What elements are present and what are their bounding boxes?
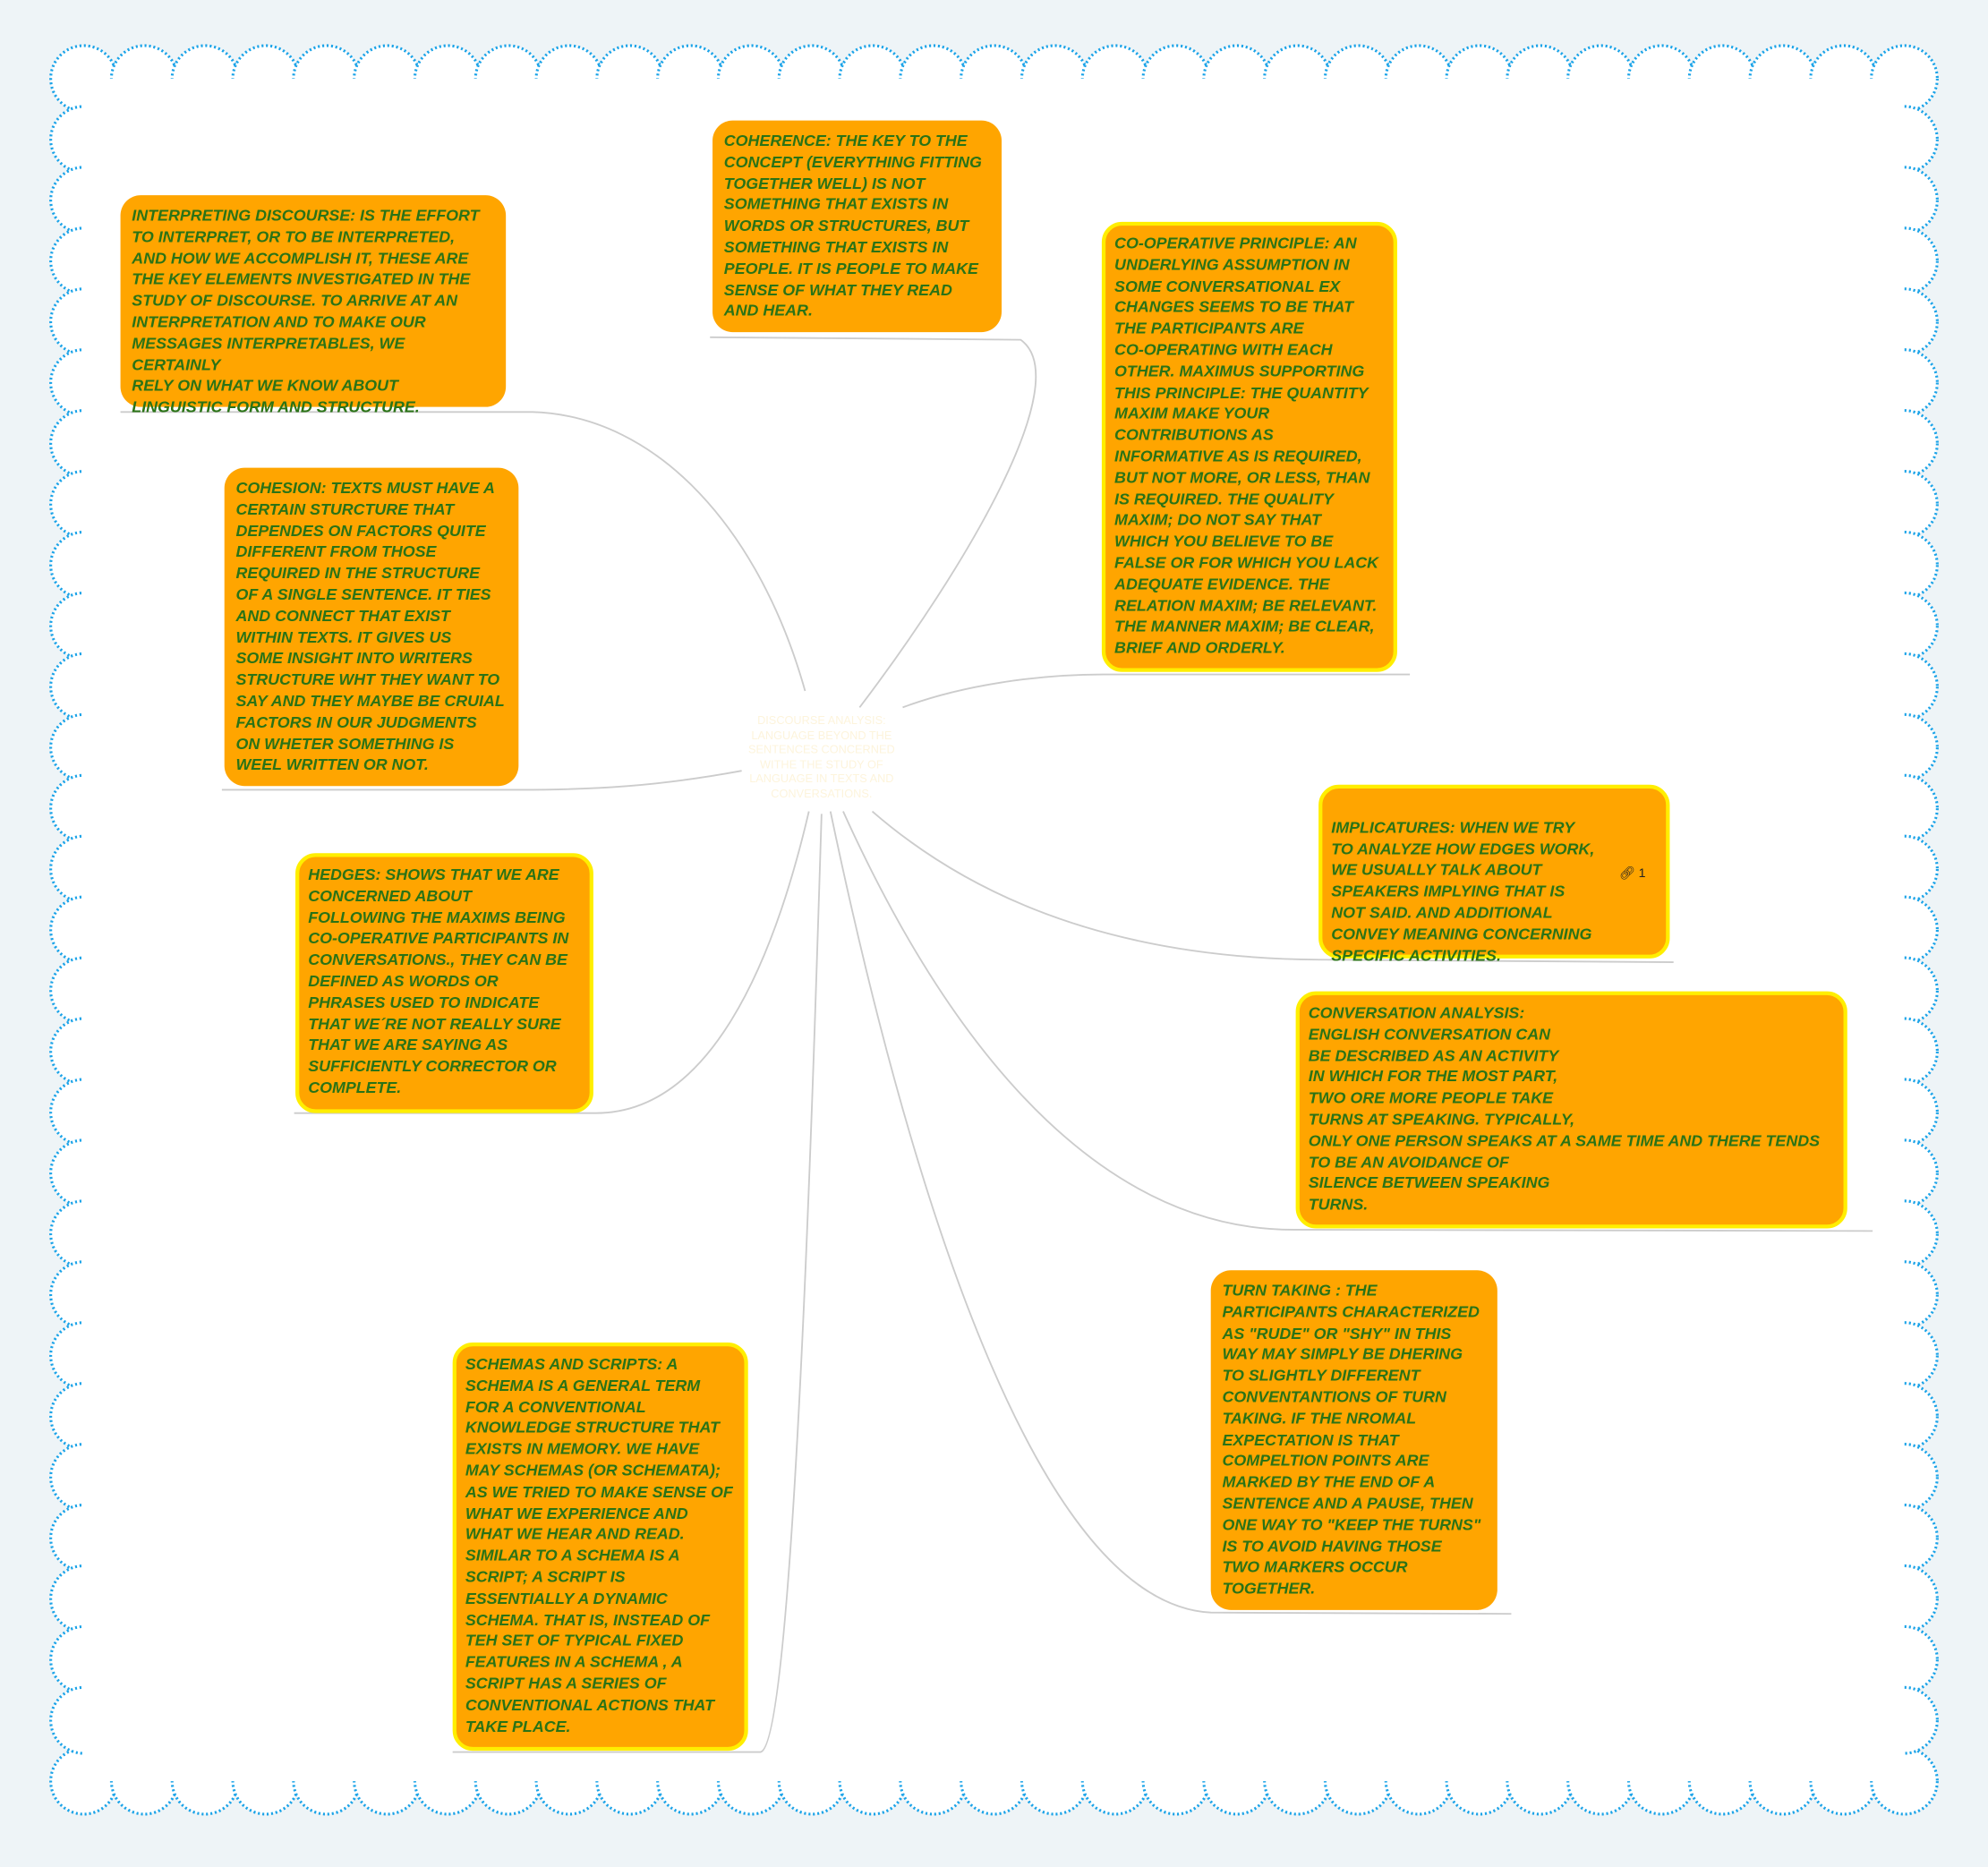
node-coherence[interactable]: COHERENCE: THE KEY TO THE CONCEPT (EVERY…: [712, 120, 1002, 333]
link-icon: 🔗︎: [1618, 866, 1635, 882]
node-interpreting-discourse[interactable]: INTERPRETING DISCOURSE: IS THE EFFORT TO…: [120, 195, 507, 416]
node-turn-taking[interactable]: TURN TAKING : THE PARTICIPANTS CHARACTER…: [1210, 1270, 1497, 1610]
central-topic[interactable]: DISCOURSE ANALYSIS: LANGUAGE BEYOND THE …: [748, 713, 895, 800]
connector-implicatures: [871, 810, 1674, 964]
node-cooperative-principle[interactable]: CO-OPERATIVE PRINCIPLE: AN UNDERLYING AS…: [1101, 221, 1397, 672]
node-hedges[interactable]: HEDGES: SHOWS THAT WE ARE CONCERNED ABOU…: [295, 853, 593, 1113]
node-conversation-analysis[interactable]: CONVERSATION ANALYSIS: ENGLISH CONVERSAT…: [1295, 991, 1847, 1229]
node-implicatures-text: IMPLICATURES: WHEN WE TRY TO ANALYZE HOW…: [1331, 818, 1595, 965]
link-count: 1: [1638, 866, 1646, 882]
node-schemas-and-scripts[interactable]: SCHEMAS AND SCRIPTS: A SCHEMA IS A GENER…: [452, 1343, 748, 1752]
connector-interpreting: [120, 411, 806, 692]
connector-cooperative: [902, 673, 1411, 709]
connector-conversation: [842, 811, 1873, 1232]
connector-cohesion: [221, 770, 742, 791]
connector-turn-taking: [829, 811, 1512, 1616]
connector-hedges: [294, 811, 810, 1114]
link-count-badge[interactable]: 🔗︎ 1: [1619, 865, 1646, 886]
connector-schemas: [452, 814, 823, 1753]
node-cohesion[interactable]: COHESION: TEXTS MUST HAVE A CERTAIN STUR…: [224, 467, 519, 787]
connector-coherence: [710, 336, 1037, 708]
node-implicatures[interactable]: IMPLICATURES: WHEN WE TRY TO ANALYZE HOW…: [1318, 784, 1670, 964]
